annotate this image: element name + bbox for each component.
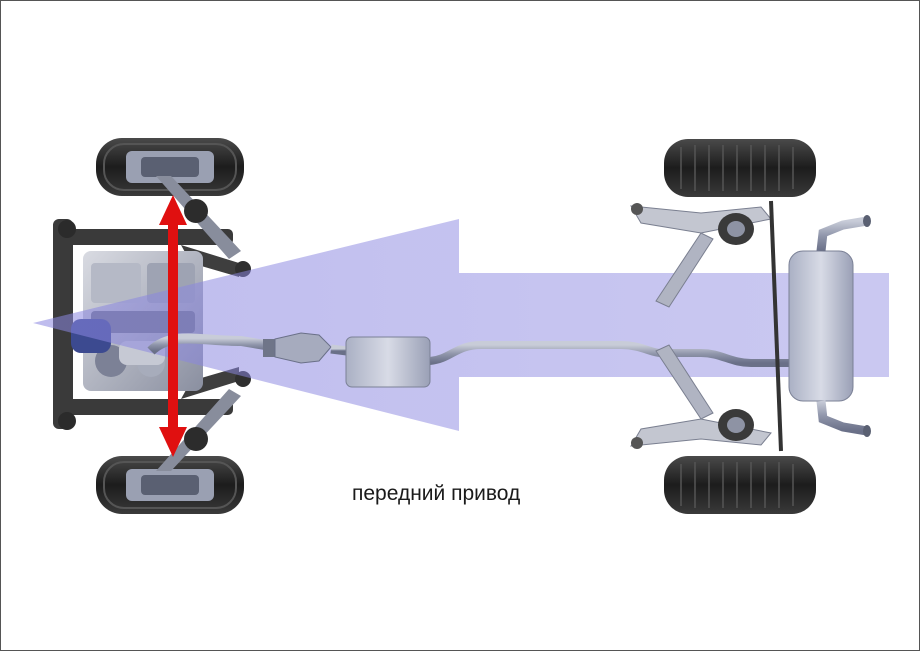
middle-muffler [345,336,431,388]
rear-muffler [788,250,854,402]
rear-right-wheel [664,456,816,514]
rear-left-wheel [664,139,816,197]
double-headed-vertical-arrow-icon [159,195,187,457]
diagram-caption: передний привод [352,482,521,505]
front-right-wheel [96,456,244,514]
exhaust-system [147,215,871,437]
left-arrow-icon [33,219,889,431]
front-left-wheel [96,138,244,196]
rear-suspension [630,200,783,452]
